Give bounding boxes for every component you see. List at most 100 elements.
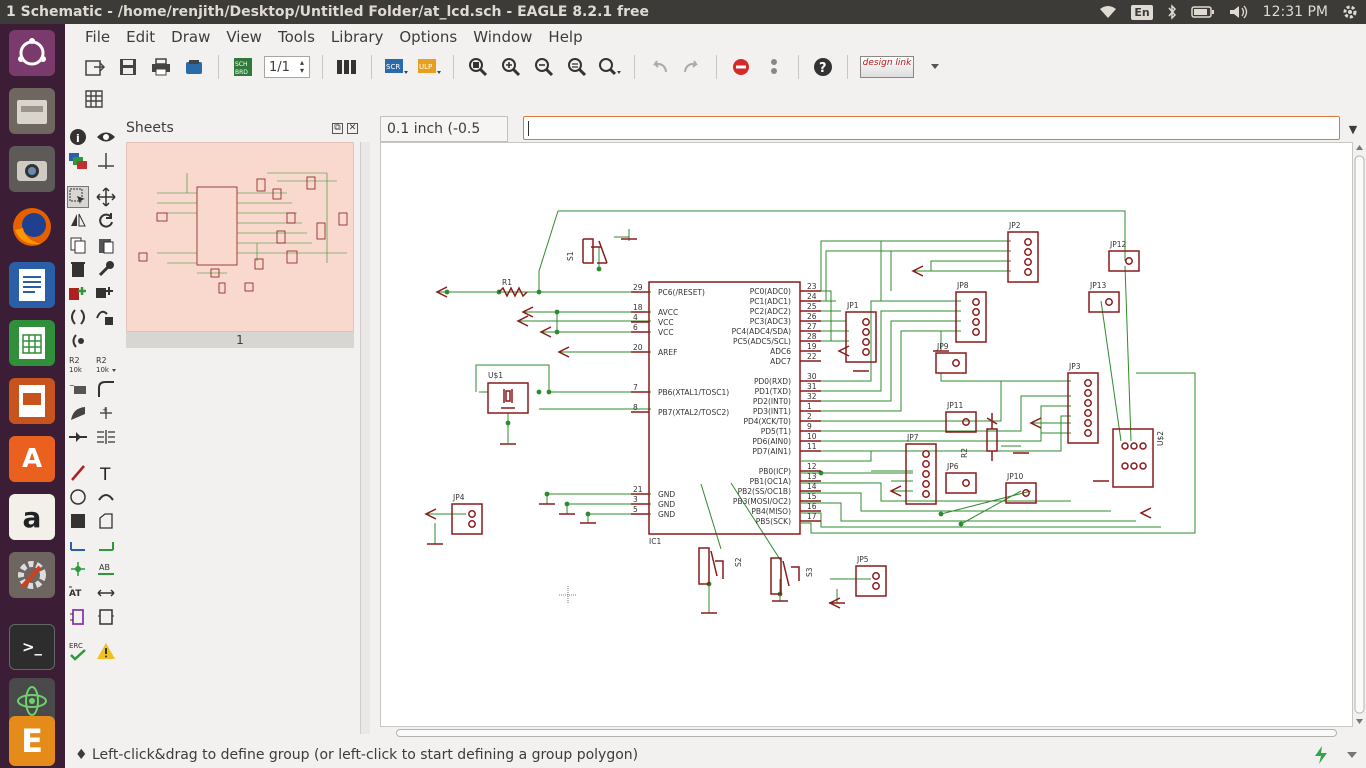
move-icon[interactable] (95, 186, 117, 208)
script-icon[interactable]: SCR (384, 55, 408, 79)
camera-app-icon[interactable] (9, 146, 55, 192)
group-select-icon[interactable] (67, 186, 89, 208)
software-center-icon[interactable]: A (9, 436, 55, 482)
scrollbar-down-icon[interactable] (1346, 751, 1358, 759)
gate-swap-icon[interactable] (95, 306, 117, 328)
system-settings-icon[interactable] (9, 552, 55, 598)
sheets-scrollbar[interactable] (360, 142, 370, 734)
eagle-app-icon[interactable]: E (9, 716, 55, 766)
libreoffice-impress-icon[interactable] (9, 378, 55, 424)
save-icon[interactable] (116, 55, 140, 79)
net-tool-icon[interactable] (95, 534, 117, 556)
clock[interactable]: 12:31 PM (1262, 4, 1328, 20)
go-icon[interactable] (762, 55, 786, 79)
wifi-icon[interactable] (1099, 5, 1117, 19)
mirror-icon[interactable] (67, 210, 89, 232)
command-history-dropdown-icon[interactable]: ▼ (1348, 122, 1358, 136)
mark-icon[interactable] (95, 150, 117, 172)
grid-icon[interactable] (83, 87, 107, 111)
arc-tool-icon[interactable] (95, 486, 117, 508)
smash-icon[interactable]: ~ (67, 378, 89, 400)
bus-tool-icon[interactable] (67, 534, 89, 556)
settings-gear-icon[interactable] (1342, 4, 1358, 20)
menu-file[interactable]: File (85, 28, 111, 46)
frame-tool-icon[interactable] (67, 606, 89, 628)
canvas-vertical-scrollbar[interactable] (1353, 142, 1366, 727)
stop-command-icon[interactable] (1312, 745, 1330, 765)
polygon-tool-icon[interactable] (95, 510, 117, 532)
cam-processor-icon[interactable] (182, 55, 206, 79)
zoom-select-icon[interactable] (598, 55, 622, 79)
bluetooth-icon[interactable] (1167, 4, 1177, 20)
module-tool-icon[interactable] (95, 606, 117, 628)
stop-icon[interactable] (729, 55, 753, 79)
label-tool-icon[interactable]: AB (95, 558, 117, 580)
change-wrench-icon[interactable] (95, 258, 117, 280)
designlink-button[interactable]: design link (860, 56, 914, 78)
keyboard-layout-indicator[interactable]: En (1131, 4, 1153, 20)
delete-icon[interactable] (67, 258, 89, 280)
menu-window[interactable]: Window (473, 28, 533, 46)
erc-check-icon[interactable]: ERC (67, 640, 89, 662)
copy-icon[interactable] (67, 234, 89, 256)
display-layers-icon[interactable] (67, 150, 89, 172)
canvas-horizontal-scrollbar[interactable] (380, 727, 1353, 739)
menu-edit[interactable]: Edit (126, 28, 156, 46)
miter-icon[interactable] (95, 378, 117, 400)
terminal-icon[interactable]: >_ (9, 624, 55, 670)
ulp-icon[interactable]: ULP (417, 55, 441, 79)
zoom-in-icon[interactable] (499, 55, 523, 79)
invoke-icon[interactable] (67, 330, 89, 352)
replace-icon[interactable] (95, 282, 117, 304)
menu-help[interactable]: Help (548, 28, 583, 46)
command-line-input[interactable] (523, 116, 1340, 140)
libreoffice-calc-icon[interactable] (9, 320, 55, 366)
toolbar-overflow-chevron-icon[interactable] (923, 55, 947, 79)
redo-icon[interactable] (680, 55, 704, 79)
rect-tool-icon[interactable] (67, 510, 89, 532)
zoom-redraw-icon[interactable] (565, 55, 589, 79)
battery-icon[interactable] (1190, 5, 1215, 19)
menu-view[interactable]: View (226, 28, 262, 46)
zoom-out-icon[interactable] (532, 55, 556, 79)
split-icon[interactable] (67, 402, 89, 424)
zoom-fit-icon[interactable] (466, 55, 490, 79)
slice-icon[interactable] (95, 426, 117, 448)
print-icon[interactable] (149, 55, 173, 79)
files-icon[interactable] (9, 88, 55, 134)
menu-options[interactable]: Options (399, 28, 458, 46)
menu-library[interactable]: Library (330, 28, 384, 46)
close-panel-icon[interactable]: ✕ (347, 122, 358, 134)
optimize-icon[interactable]: + (95, 402, 117, 424)
warning-icon[interactable] (95, 640, 117, 662)
help-icon[interactable]: ? (811, 55, 835, 79)
schematic-drawing[interactable]: IC129PC6(/RESET)18AVCC4VCC6VCC20AREF7PB6… (381, 143, 1354, 728)
undo-icon[interactable] (647, 55, 671, 79)
line-tool-icon[interactable] (67, 462, 89, 484)
paste-icon[interactable] (95, 234, 117, 256)
dimension-tool-icon[interactable] (95, 582, 117, 604)
sheet-thumbnail[interactable] (126, 142, 354, 332)
add-part-icon[interactable] (67, 282, 89, 304)
open-file-icon[interactable] (83, 55, 107, 79)
text-tool-icon[interactable]: T (95, 462, 117, 484)
pin-swap-icon[interactable] (67, 306, 89, 328)
libreoffice-writer-icon[interactable] (9, 262, 55, 308)
menu-tools[interactable]: Tools (277, 28, 315, 46)
menu-draw[interactable]: Draw (171, 28, 211, 46)
route-icon[interactable] (67, 426, 89, 448)
library-manager-icon[interactable] (335, 55, 359, 79)
info-icon[interactable]: i (67, 126, 89, 148)
sheet-select[interactable]: 1/1 (264, 56, 310, 78)
firefox-icon[interactable] (9, 204, 55, 250)
dash-home-icon[interactable] (9, 30, 55, 76)
volume-icon[interactable] (1229, 5, 1249, 19)
circle-tool-icon[interactable] (67, 486, 89, 508)
show-eye-icon[interactable] (95, 126, 117, 148)
amazon-icon[interactable]: a (9, 494, 55, 540)
rotate-icon[interactable] (95, 210, 117, 232)
